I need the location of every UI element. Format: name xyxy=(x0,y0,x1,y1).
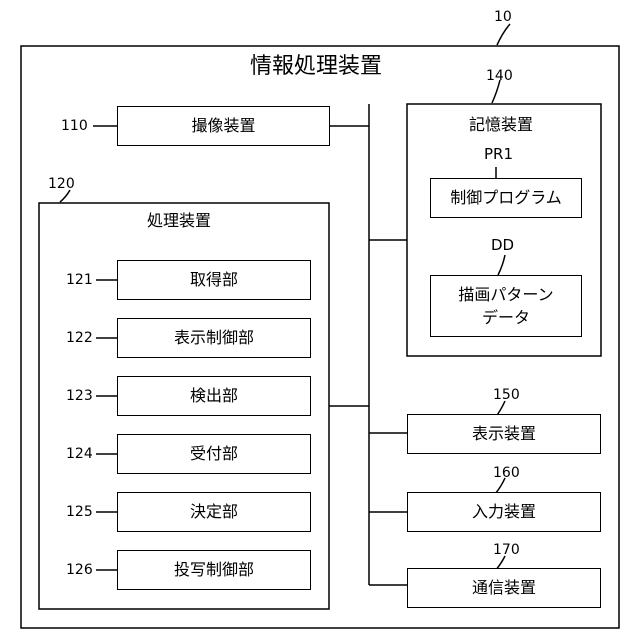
unit-ref-124: 124 xyxy=(66,447,93,461)
unit-ref-122: 122 xyxy=(66,331,93,345)
processing-ref: 120 xyxy=(48,177,75,191)
unit-ref-123: 123 xyxy=(66,389,93,403)
pattern-label-line2: データ xyxy=(482,306,530,329)
storage-ref: 140 xyxy=(486,69,513,83)
unit-label-122: 表示制御部 xyxy=(174,326,254,349)
leader-dd xyxy=(498,255,505,275)
leader-10 xyxy=(497,24,510,45)
unit-box-123: 検出部 xyxy=(117,376,311,416)
unit-box-126: 投写制御部 xyxy=(117,550,311,590)
pattern-label-line1: 描画パターン xyxy=(458,283,553,306)
display-box: 表示装置 xyxy=(407,414,601,454)
display-ref: 150 xyxy=(493,388,520,402)
imaging-box: 撮像装置 xyxy=(117,106,330,146)
program-ref: PR1 xyxy=(484,147,513,162)
pattern-ref: DD xyxy=(491,238,514,253)
device-title: 情報処理装置 xyxy=(250,56,382,78)
unit-label-124: 受付部 xyxy=(190,442,238,465)
imaging-ref: 110 xyxy=(61,119,88,133)
storage-title: 記憶装置 xyxy=(469,117,533,133)
unit-label-125: 決定部 xyxy=(190,500,238,523)
unit-ref-121: 121 xyxy=(66,273,93,287)
comm-ref: 170 xyxy=(493,543,520,557)
unit-label-121: 取得部 xyxy=(190,268,238,291)
program-label: 制御プログラム xyxy=(450,186,562,209)
unit-box-124: 受付部 xyxy=(117,434,311,474)
unit-box-121: 取得部 xyxy=(117,260,311,300)
imaging-label: 撮像装置 xyxy=(191,114,255,137)
program-box: 制御プログラム xyxy=(430,178,582,218)
unit-label-126: 投写制御部 xyxy=(174,558,254,581)
processing-title: 処理装置 xyxy=(147,213,211,229)
unit-label-123: 検出部 xyxy=(190,384,238,407)
comm-box: 通信装置 xyxy=(407,568,601,608)
unit-box-122: 表示制御部 xyxy=(117,318,311,358)
device-ref: 10 xyxy=(494,10,512,24)
comm-label: 通信装置 xyxy=(472,576,536,599)
unit-ref-126: 126 xyxy=(66,563,93,577)
input-label: 入力装置 xyxy=(472,500,536,523)
input-box: 入力装置 xyxy=(407,492,601,532)
display-label: 表示装置 xyxy=(472,422,536,445)
pattern-box: 描画パターン データ xyxy=(430,275,582,337)
unit-box-125: 決定部 xyxy=(117,492,311,532)
input-ref: 160 xyxy=(493,466,520,480)
unit-ref-125: 125 xyxy=(66,505,93,519)
